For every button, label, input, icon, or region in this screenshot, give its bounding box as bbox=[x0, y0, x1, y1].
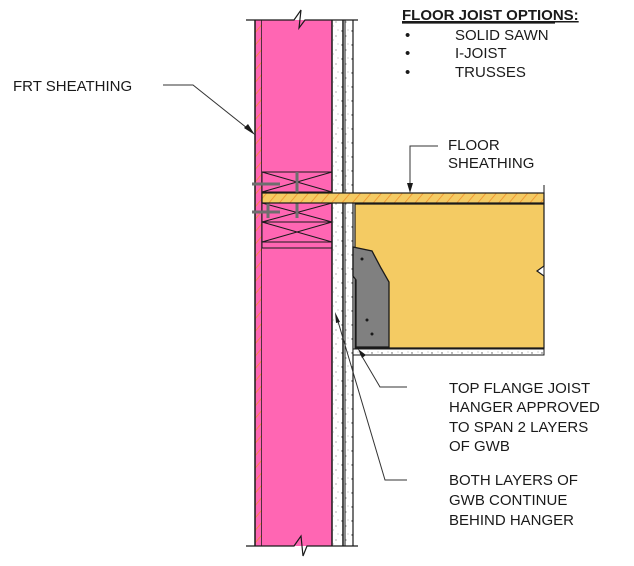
floor-sheathing-label-line: SHEATHING bbox=[448, 155, 534, 172]
hanger-label-line: TO SPAN 2 LAYERS bbox=[449, 419, 588, 436]
legend-item: TRUSSES bbox=[455, 64, 526, 81]
ceiling-gwb bbox=[352, 348, 545, 356]
gwb-label-line: BOTH LAYERS OF bbox=[449, 472, 578, 489]
wall-break-lines bbox=[246, 9, 358, 557]
frt-sheathing bbox=[254, 20, 263, 546]
gwb-label-line: GWB CONTINUE bbox=[449, 492, 567, 509]
legend-bullet: • bbox=[405, 64, 410, 81]
gwb-label-line: BEHIND HANGER bbox=[449, 512, 574, 529]
wall-insulation bbox=[262, 20, 333, 546]
legend-bullet: • bbox=[405, 45, 410, 62]
joist-hanger bbox=[352, 246, 390, 348]
floor-sheathing-label-line: FLOOR bbox=[448, 137, 500, 154]
floor-joist bbox=[354, 185, 545, 355]
leader-arrowheads bbox=[244, 124, 413, 358]
legend-list: • SOLID SAWN • I-JOIST • TRUSSES bbox=[405, 27, 549, 81]
legend-title: FLOOR JOIST OPTIONS: bbox=[402, 7, 579, 24]
hanger-label-line: HANGER APPROVED bbox=[449, 399, 600, 416]
legend-item: SOLID SAWN bbox=[455, 27, 549, 44]
legend-bullet: • bbox=[405, 27, 410, 44]
hanger-label-line: OF GWB bbox=[449, 438, 510, 455]
gwb-layers bbox=[333, 20, 354, 546]
leader-lines bbox=[163, 84, 438, 481]
legend-item: I-JOIST bbox=[455, 45, 507, 62]
frt-sheathing-label: FRT SHEATHING bbox=[13, 78, 132, 95]
hanger-label-line: TOP FLANGE JOIST bbox=[449, 380, 590, 397]
floor-sheathing bbox=[261, 192, 545, 204]
